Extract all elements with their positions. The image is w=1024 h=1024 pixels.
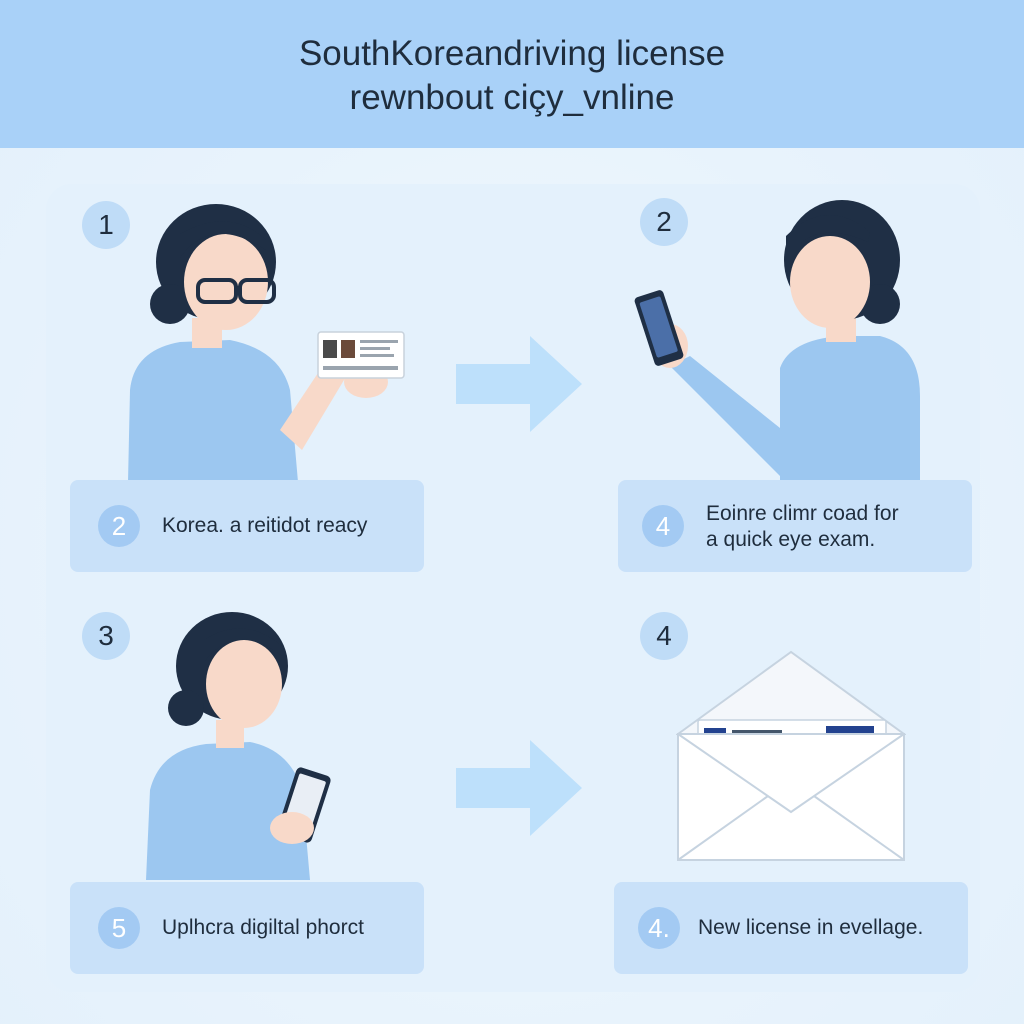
card-line-1: Eoinre climr coad for: [706, 502, 899, 525]
header-banner: [0, 0, 1024, 148]
right-arrow-icon: [456, 740, 582, 836]
title-line-1: SouthKoreandriving license: [298, 34, 726, 73]
card-text: Korea. a reitidot reacy: [162, 513, 367, 539]
card-text: Uplhcra digiltal phorct: [162, 915, 364, 941]
person-with-id-card-illustration: [128, 204, 405, 482]
title-line-2: rewnbout ciçy_vnline: [349, 78, 675, 117]
id-card-icon: [317, 331, 405, 379]
card-badge: 5: [98, 907, 140, 949]
right-arrow-icon: [456, 336, 582, 432]
card-text: Eoinre climr coad for a quick eye exam.: [706, 501, 899, 553]
smartphone-icon: [634, 290, 684, 366]
step-card-2: 4 Eoinre climr coad for a quick eye exam…: [618, 480, 972, 572]
envelope-icon: [676, 650, 906, 861]
step-number-2: 2: [640, 198, 688, 246]
person-uploading-photo-illustration: [146, 612, 331, 880]
step-card-4: 4. New license in evellage.: [614, 882, 968, 974]
step-card-1: 2 Korea. a reitidot reacy: [70, 480, 424, 572]
person-with-phone-illustration: [634, 200, 920, 482]
step-number-1: 1: [82, 201, 130, 249]
step-number-4: 4: [640, 612, 688, 660]
step-number-3: 3: [82, 612, 130, 660]
card-line-1: Korea. a reitidot reacy: [162, 514, 368, 537]
step-card-3: 5 Uplhcra digiltal phorct: [70, 882, 424, 974]
card-line-1: Uplhcra digiltal phorct: [162, 916, 364, 939]
card-badge: 4.: [638, 907, 680, 949]
card-line-2: a quick eye exam.: [706, 528, 876, 551]
card-line-1: New license in evellage.: [698, 916, 924, 939]
card-badge: 2: [98, 505, 140, 547]
page-title: SouthKoreandriving license rewnbout ciçy…: [0, 32, 1024, 120]
card-text: New license in evellage.: [698, 915, 923, 941]
card-badge: 4: [642, 505, 684, 547]
